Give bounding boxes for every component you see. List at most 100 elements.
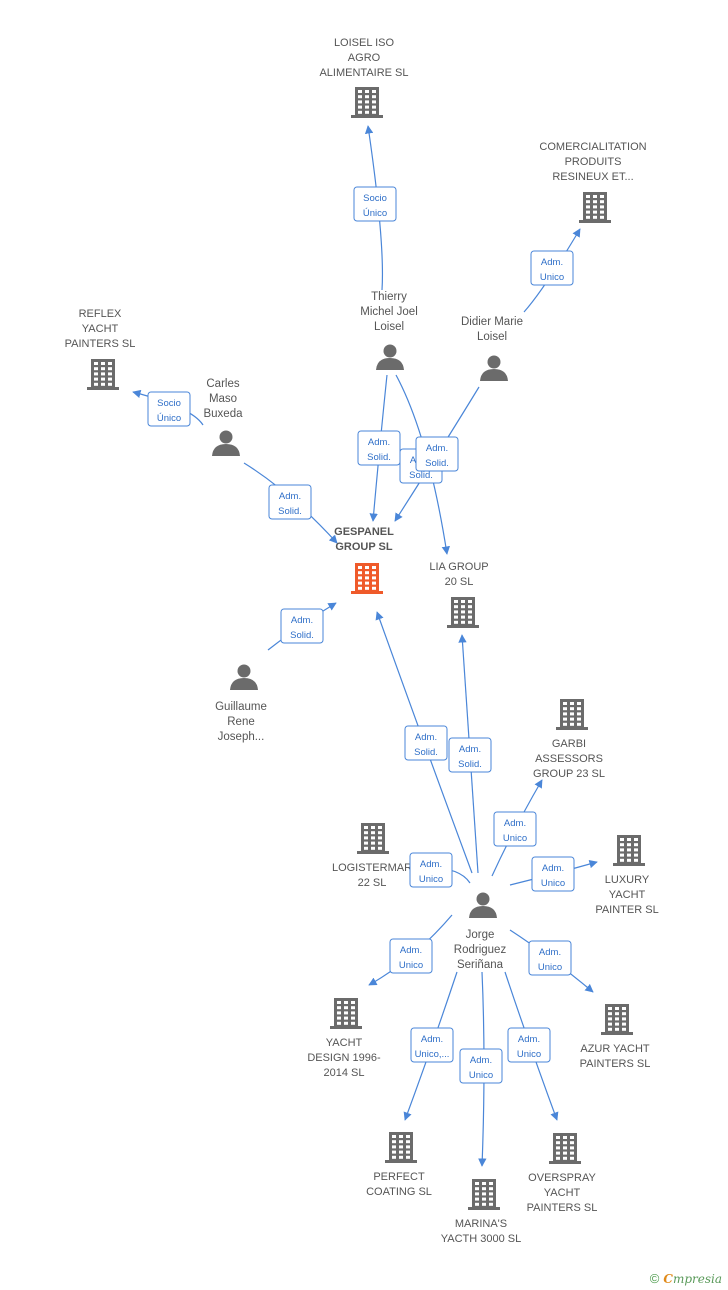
relation-label-text: Solid.	[290, 630, 314, 641]
relation-label[interactable]: Adm.Solid.	[415, 436, 459, 472]
relation-label-text: Único	[157, 413, 181, 424]
building-icon[interactable]	[601, 1004, 633, 1035]
relation-label-box	[448, 737, 492, 773]
node-label-line: AZUR YACHT	[580, 1043, 650, 1055]
company-name-label[interactable]: LOGISTERMAR 22 SL	[332, 862, 412, 889]
node-label-line: YACHT	[609, 889, 646, 901]
relation-label[interactable]: Adm.Solid.	[404, 725, 448, 761]
relation-label-text: Solid.	[278, 506, 302, 517]
relation-label[interactable]: Adm.Unico	[507, 1027, 551, 1063]
relation-label[interactable]: Adm.Unico	[459, 1048, 503, 1084]
node-label-line: COMERCIALITATION	[539, 141, 646, 153]
person-icon[interactable]	[469, 892, 497, 919]
copyright-symbol: ©	[649, 1271, 660, 1286]
building-icon[interactable]	[330, 998, 362, 1029]
relation-label-box	[409, 852, 453, 888]
node-label-line: Joseph...	[218, 731, 265, 743]
node-label-line: DESIGN 1996-	[307, 1052, 381, 1064]
node-label-line: PERFECT	[373, 1171, 425, 1183]
node-label-line: GROUP 23 SL	[533, 768, 605, 780]
person-icon[interactable]	[230, 664, 258, 691]
node-label-line: Maso	[209, 393, 237, 405]
node-label-line: Didier Marie	[461, 316, 523, 328]
building-icon[interactable]	[579, 192, 611, 223]
node-label-line: 22 SL	[358, 877, 387, 889]
relation-label-text: Unico,...	[415, 1049, 450, 1060]
building-icon[interactable]	[556, 699, 588, 730]
node-label-line: LOGISTERMAR	[332, 862, 412, 874]
node-label-line: PAINTER SL	[595, 904, 658, 916]
person-icon[interactable]	[480, 355, 508, 382]
relation-label-text: Socio	[157, 398, 181, 409]
relation-label-box	[415, 436, 459, 472]
relation-label-box	[493, 811, 537, 847]
relation-label-box	[268, 484, 312, 520]
node-label-line: MARINA'S	[455, 1218, 507, 1230]
relation-label[interactable]: Adm.Unico,...	[410, 1027, 454, 1063]
relation-label[interactable]: Adm.Unico	[530, 250, 574, 286]
relation-label[interactable]: Adm.Unico	[409, 852, 453, 888]
person-icon[interactable]	[376, 344, 404, 371]
building-icon[interactable]	[357, 823, 389, 854]
node-label-line: LOISEL ISO	[334, 37, 395, 49]
relation-label-text: Adm.	[291, 615, 313, 626]
person-icon[interactable]	[212, 430, 240, 457]
building-icon[interactable]	[385, 1132, 417, 1163]
node-label-line: LUXURY	[605, 874, 650, 886]
relation-label[interactable]: Adm.Unico	[528, 940, 572, 976]
relation-label-text: Adm.	[518, 1034, 540, 1045]
relation-label-box	[531, 856, 575, 892]
relation-label-text: Adm.	[541, 257, 563, 268]
building-icon[interactable]	[613, 835, 645, 866]
relation-label[interactable]: Adm.Unico	[389, 938, 433, 974]
relation-label[interactable]: Adm. Solid.	[280, 608, 324, 644]
building-icon[interactable]	[351, 563, 383, 594]
relation-label[interactable]: Adm.Solid.	[448, 737, 492, 773]
company-name-label[interactable]: LUXURY YACHT PAINTER SL	[595, 874, 658, 916]
relation-label[interactable]: Adm.Unico	[493, 811, 537, 847]
node-label-line: GARBI	[552, 738, 586, 750]
node-label-line: Rene	[227, 716, 255, 728]
footer-brand[interactable]: ©Cmpresia	[650, 1271, 722, 1286]
relation-label-text: Adm.	[368, 437, 390, 448]
relation-label-text: Unico	[419, 874, 443, 885]
building-icon[interactable]	[351, 87, 383, 118]
relation-label-box	[528, 940, 572, 976]
node-label-line: REFLEX	[79, 308, 122, 320]
building-icon[interactable]	[468, 1179, 500, 1210]
relation-label-text: Unico	[503, 833, 527, 844]
relation-label-text: Único	[363, 208, 387, 219]
relation-label[interactable]: Adm.Unico	[531, 856, 575, 892]
building-icon[interactable]	[87, 359, 119, 390]
node-label-line: ASSESSORS	[535, 753, 603, 765]
relation-label[interactable]: Adm.Solid.	[268, 484, 312, 520]
building-icon[interactable]	[549, 1133, 581, 1164]
relation-label-text: Solid.	[409, 470, 433, 481]
node-label-line: Buxeda	[203, 408, 243, 420]
relation-label[interactable]: Adm.Solid.	[357, 430, 401, 466]
node-label-line: PAINTERS SL	[65, 338, 136, 350]
node-label-line: GESPANEL	[334, 526, 394, 538]
node-label-line: Guillaume	[215, 701, 267, 713]
company-name-label[interactable]: GARBI ASSESSORS GROUP 23 SL	[533, 738, 605, 780]
building-icon[interactable]	[447, 597, 479, 628]
relation-label-box	[459, 1048, 503, 1084]
relation-label-text: Unico	[469, 1070, 493, 1081]
